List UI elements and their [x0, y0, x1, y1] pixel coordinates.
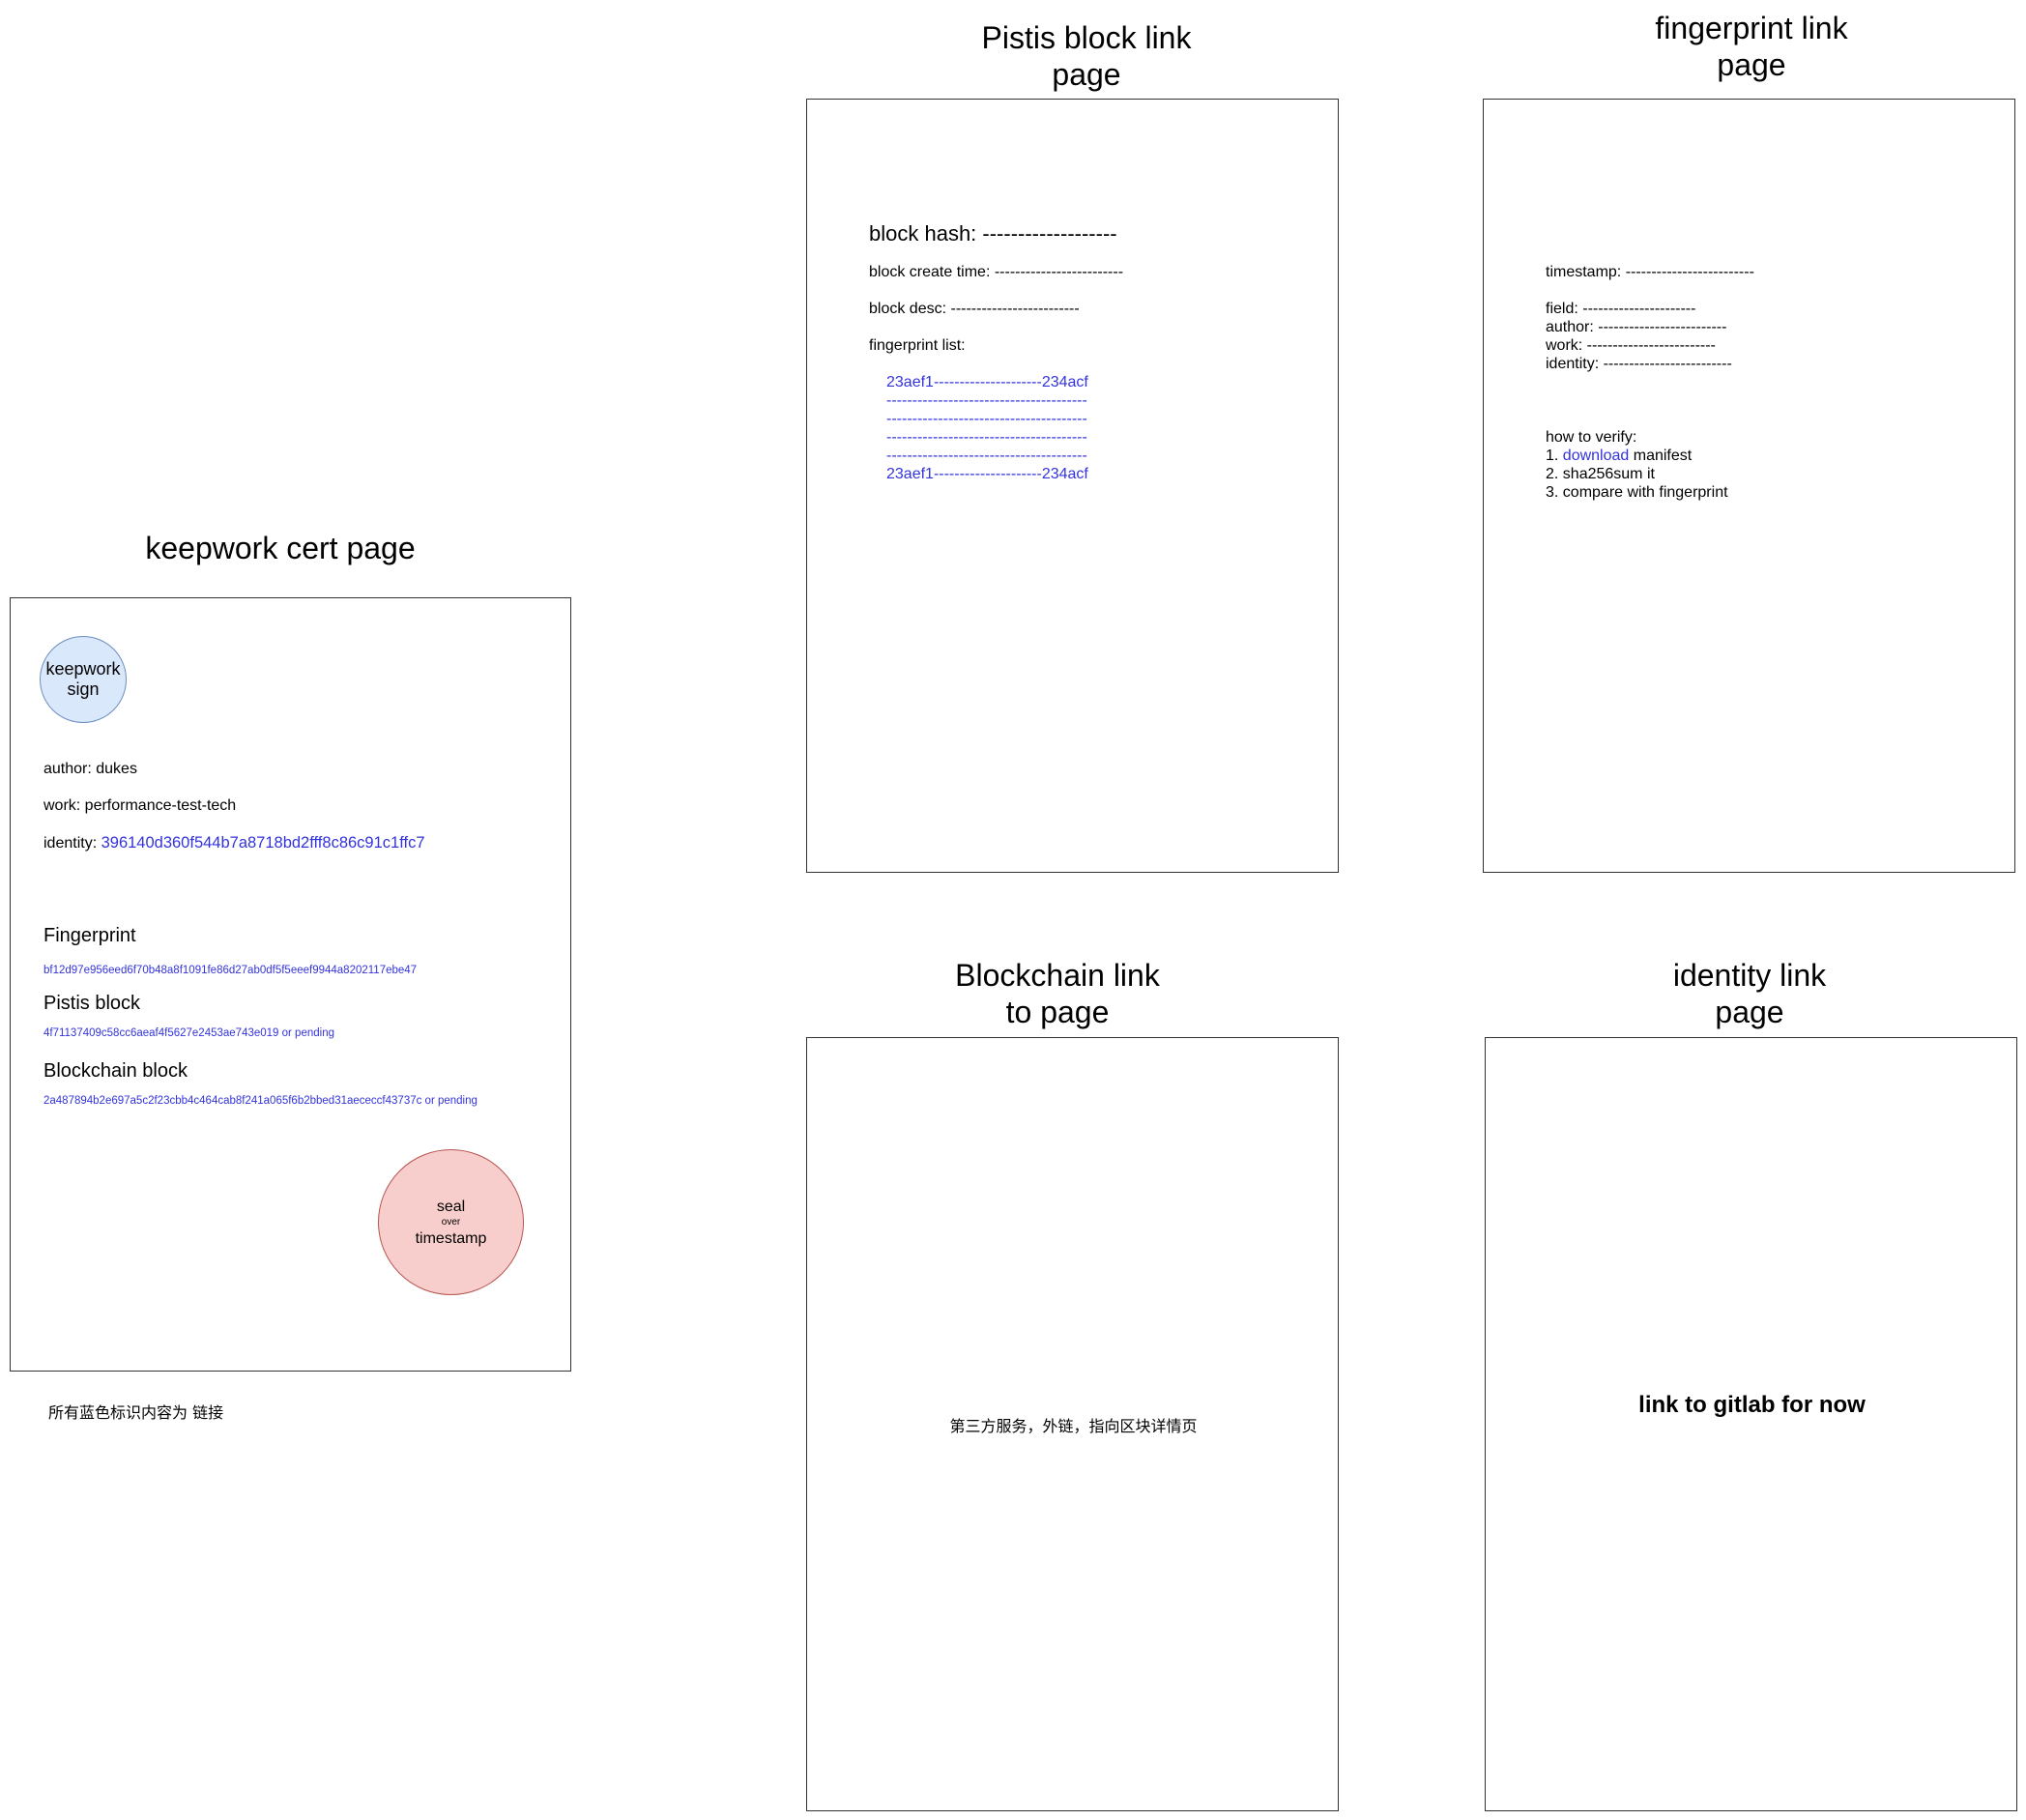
blockchain-block-heading: Blockchain block — [43, 1060, 188, 1082]
fingerprint-link[interactable]: bf12d97e956eed6f70b48a8f1091fe86d27ab0df… — [43, 965, 418, 976]
block-desc: block desc: ------------------------- — [869, 301, 1080, 317]
cert-identity: identity: 396140d360f544b7a8718bd2fff8c8… — [43, 834, 425, 852]
fingerprint-list: 23aef1---------------------234acf ------… — [886, 373, 1088, 483]
identity-link[interactable]: 396140d360f544b7a8718bd2fff8c86c91c1ffc7 — [101, 834, 425, 852]
fp-identity: identity: ------------------------- — [1546, 356, 1732, 372]
cert-work: work: performance-test-tech — [43, 797, 237, 814]
seal-line-2: over — [441, 1216, 461, 1228]
fingerprint-list-item[interactable]: --------------------------------------- — [886, 411, 1087, 427]
sign-line-1: keepwork — [45, 659, 121, 679]
sign-line-2: sign — [67, 679, 100, 699]
seal-line-3: timestamp — [415, 1229, 487, 1247]
cert-page-frame: keepwork sign author: dukes work: perfor… — [10, 597, 571, 1372]
pistis-page-title: Pistis block link page — [981, 20, 1192, 92]
identity-page-title: identity link page — [1672, 958, 1827, 1029]
fp-author: author: ------------------------- — [1546, 319, 1727, 335]
verify-step-1: 1. download manifest — [1546, 448, 1692, 465]
fingerprint-list-item[interactable]: --------------------------------------- — [886, 448, 1087, 464]
verify-step-2: 2. sha256sum it — [1546, 466, 1655, 482]
download-link[interactable]: download — [1562, 448, 1630, 464]
keepwork-sign-badge: keepwork sign — [40, 636, 127, 723]
fingerprint-list-item[interactable]: --------------------------------------- — [886, 429, 1087, 446]
fingerprint-list-item[interactable]: 23aef1---------------------234acf — [886, 374, 1088, 390]
blockchain-page-frame: 第三方服务，外链，指向区块详情页 — [806, 1037, 1339, 1811]
seal-badge: seal over timestamp — [378, 1149, 524, 1295]
fp-work: work: ------------------------- — [1546, 337, 1716, 354]
fp-field: field: ---------------------- — [1546, 301, 1696, 317]
fingerprint-list-item[interactable]: --------------------------------------- — [886, 392, 1087, 409]
blockchain-block-link[interactable]: 2a487894b2e697a5c2f23cbb4c464cab8f241a06… — [43, 1095, 478, 1107]
cert-page-title: keepwork cert page — [145, 531, 416, 565]
fingerprint-page-frame: timestamp: ------------------------- fie… — [1483, 99, 2015, 873]
fp-timestamp: timestamp: ------------------------- — [1546, 264, 1754, 280]
identity-page-frame: link to gitlab for now — [1485, 1037, 2017, 1811]
pistis-page-frame: block hash: ------------------- block cr… — [806, 99, 1339, 873]
footnote: 所有蓝色标识内容为 链接 — [48, 1403, 224, 1422]
fingerprint-page-title: fingerprint link page — [1655, 11, 1848, 82]
fingerprint-list-item[interactable]: 23aef1---------------------234acf — [886, 466, 1088, 482]
step1-prefix: 1. — [1546, 448, 1563, 464]
verify-heading: how to verify: — [1546, 429, 1637, 446]
seal-line-1: seal — [436, 1198, 466, 1215]
pistis-block-link[interactable]: 4f71137409c58cc6aeaf4f5627e2453ae743e019… — [43, 1027, 334, 1039]
blockchain-external-note: 第三方服务，外链，指向区块详情页 — [949, 1417, 1198, 1435]
fingerprint-list-label: fingerprint list: — [869, 337, 966, 354]
pistis-block-heading: Pistis block — [43, 993, 141, 1014]
identity-gitlab-note: link to gitlab for now — [1638, 1392, 1866, 1418]
blockchain-page-title: Blockchain link to page — [955, 958, 1160, 1029]
verify-step-3: 3. compare with fingerprint — [1546, 484, 1728, 501]
cert-author: author: dukes — [43, 761, 137, 777]
fingerprint-heading: Fingerprint — [43, 925, 136, 946]
identity-label: identity: — [43, 835, 101, 852]
block-create-time: block create time: ---------------------… — [869, 264, 1124, 280]
step1-suffix: manifest — [1629, 448, 1693, 464]
block-hash: block hash: ------------------- — [869, 221, 1117, 246]
